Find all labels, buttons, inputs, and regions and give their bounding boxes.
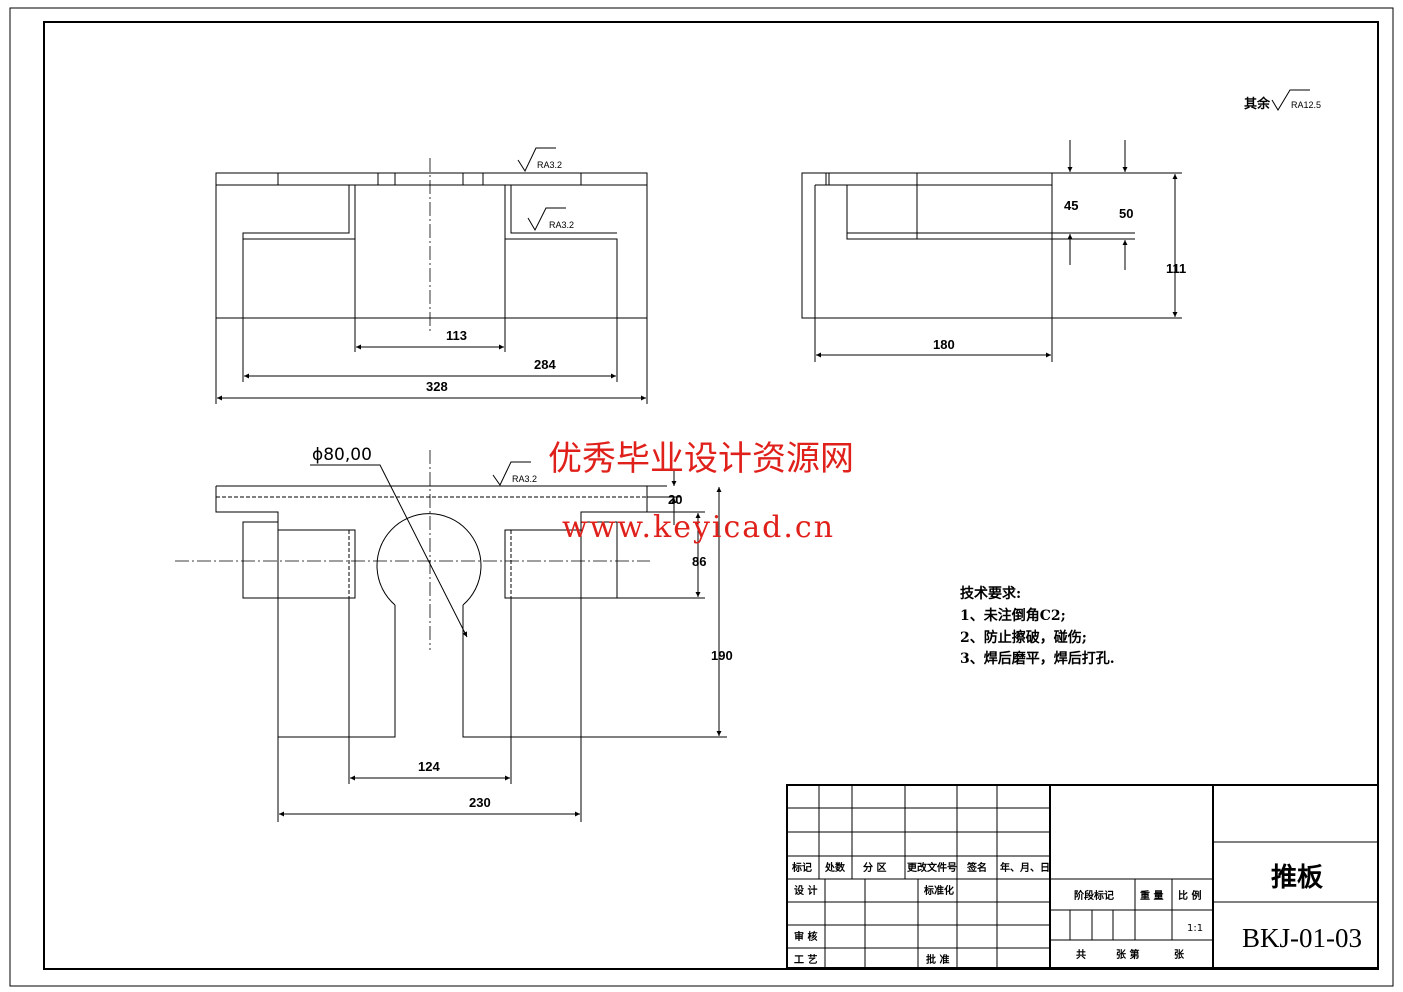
label-process: 工 艺 bbox=[794, 953, 817, 966]
dim-190: 190 bbox=[711, 648, 733, 663]
dim-111: 111 bbox=[1166, 261, 1186, 276]
label-scale: 比 例 bbox=[1178, 889, 1201, 902]
dim-180: 180 bbox=[933, 337, 955, 352]
dim-230: 230 bbox=[469, 795, 491, 810]
header-count: 处数 bbox=[824, 861, 846, 874]
header-signature: 签名 bbox=[966, 861, 987, 874]
roughness-symbol-icon bbox=[492, 461, 531, 486]
roughness-value: RA12.5 bbox=[1291, 100, 1321, 110]
dim-284: 284 bbox=[534, 357, 556, 372]
label-standardization: 标准化 bbox=[923, 884, 954, 897]
roughness-symbol-icon bbox=[527, 207, 566, 232]
roughness-mark: RA3.2 bbox=[512, 474, 537, 484]
label-design: 设 计 bbox=[794, 884, 817, 897]
roughness-symbol-icon bbox=[1271, 89, 1310, 111]
label-weight: 重 量 bbox=[1140, 889, 1163, 902]
tech-title: 技术要求: bbox=[960, 585, 1021, 602]
label-sheet: 张 bbox=[1174, 948, 1185, 961]
top-view: 113 284 328 RA3.2 RA3.2 bbox=[215, 147, 648, 404]
label-stage-mark: 阶段标记 bbox=[1074, 889, 1114, 902]
roughness-symbol-icon bbox=[517, 147, 556, 173]
roughness-mark: RA3.2 bbox=[537, 160, 562, 170]
tech-item: 2、防止擦破，碰伤; bbox=[960, 629, 1087, 646]
dim-328: 328 bbox=[426, 379, 448, 394]
title-block: 标记 处数 分 区 更改文件号 签名 年、月、日 设 计 标准化 审 核 工 艺… bbox=[786, 784, 1379, 969]
scale-value: 1:1 bbox=[1187, 923, 1203, 934]
drawing-frame bbox=[43, 21, 1379, 970]
header-mark: 标记 bbox=[791, 861, 812, 874]
dim-113: 113 bbox=[446, 328, 467, 343]
header-change-doc: 更改文件号 bbox=[907, 861, 957, 874]
label-sheet-no: 张 第 bbox=[1116, 948, 1139, 961]
header-date: 年、月、日 bbox=[1000, 861, 1050, 874]
watermark-title: 优秀毕业设计资源网 bbox=[548, 439, 854, 479]
part-name: 推板 bbox=[1271, 863, 1323, 893]
dim-50: 50 bbox=[1119, 206, 1133, 221]
tech-item: 3、焊后磨平，焊后打孔. bbox=[960, 650, 1115, 667]
front-view: ϕ80,00 RA3.2 20 86 190 124 230 bbox=[175, 445, 733, 822]
dim-86: 86 bbox=[692, 554, 706, 569]
dim-124: 124 bbox=[418, 759, 440, 774]
dim-20: 20 bbox=[668, 492, 682, 507]
roughness-label: 其余 bbox=[1244, 96, 1271, 112]
dim-diameter-80: ϕ80,00 bbox=[312, 445, 372, 465]
drawing-number: BKJ-01-03 bbox=[1242, 923, 1362, 953]
general-roughness: 其余 RA12.5 bbox=[1244, 89, 1321, 112]
technical-requirements: 技术要求: 1、未注倒角C2; 2、防止擦破，碰伤; 3、焊后磨平，焊后打孔. bbox=[960, 585, 1115, 667]
label-approve: 批 准 bbox=[926, 953, 949, 966]
label-total: 共 bbox=[1076, 948, 1086, 961]
watermark-url: www.keyicad.cn bbox=[562, 510, 835, 545]
side-view: 45 50 111 180 bbox=[801, 140, 1186, 362]
roughness-mark: RA3.2 bbox=[549, 220, 574, 230]
header-zone: 分 区 bbox=[863, 861, 886, 874]
tech-item: 1、未注倒角C2; bbox=[960, 607, 1066, 624]
dim-45: 45 bbox=[1064, 198, 1078, 213]
sheet-border bbox=[9, 7, 1394, 987]
label-review: 审 核 bbox=[794, 930, 817, 943]
